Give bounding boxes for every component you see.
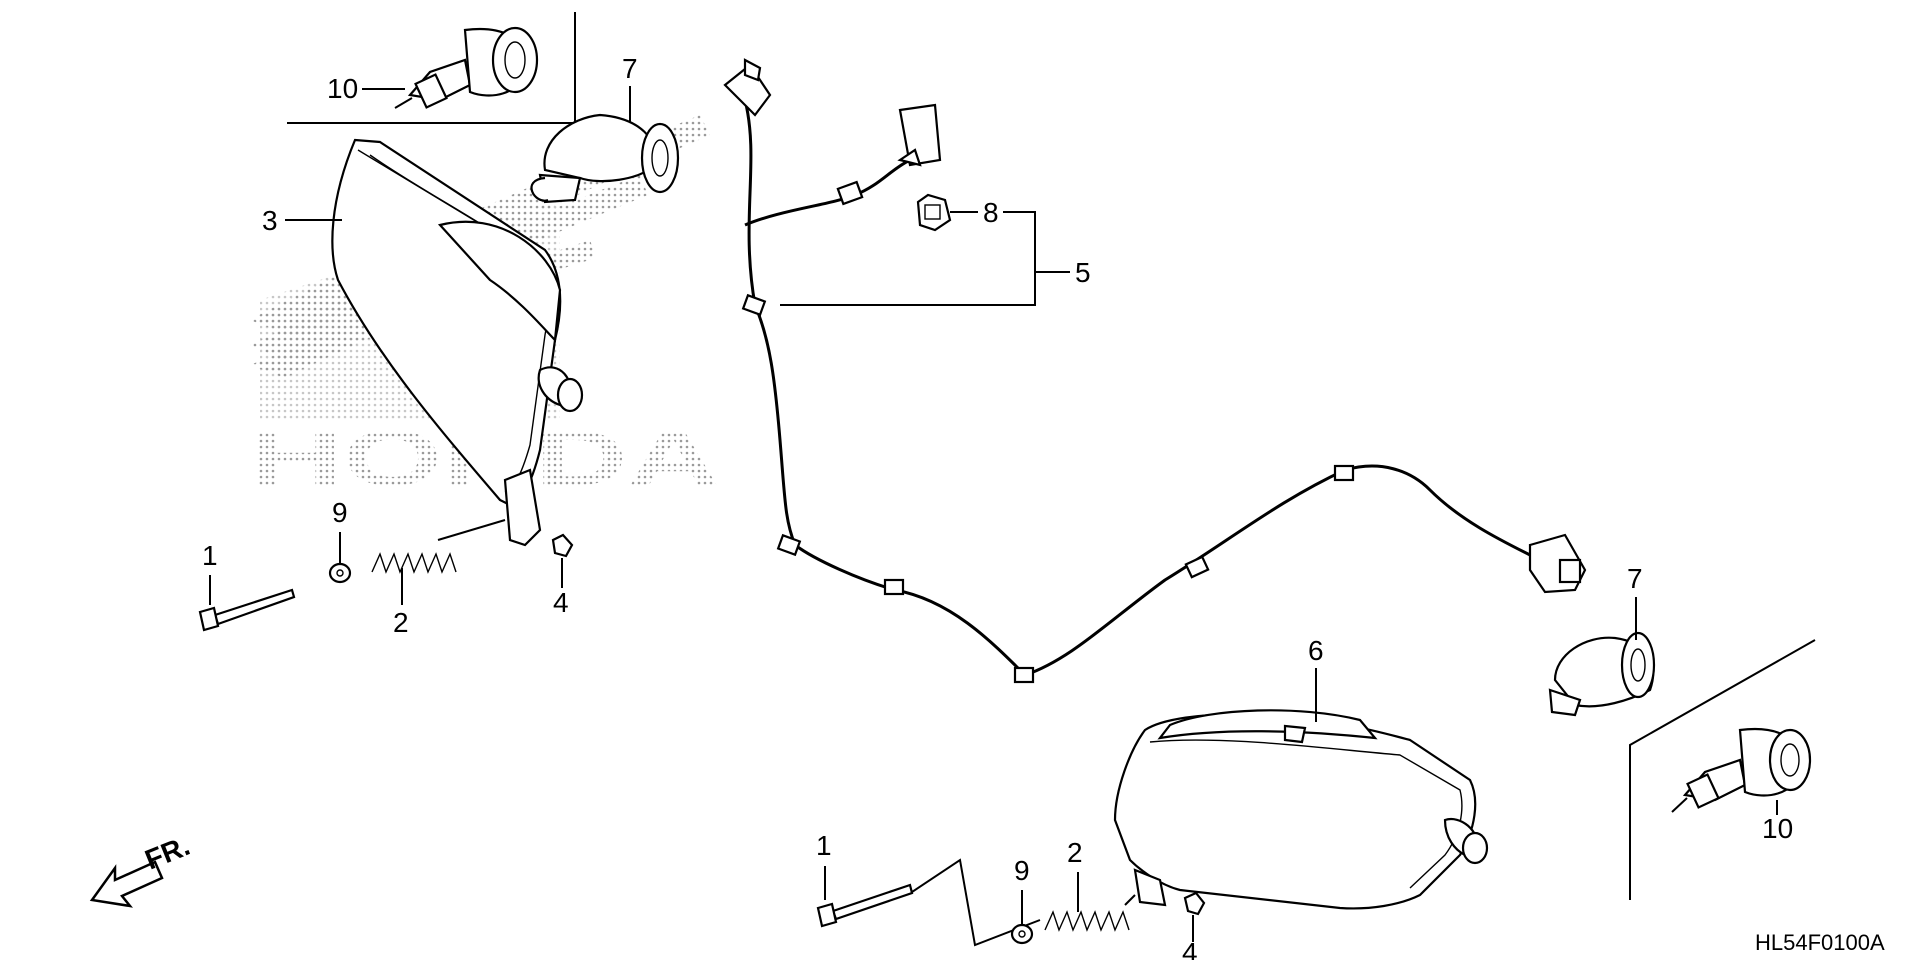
bracket-callout-5 <box>780 211 1036 306</box>
callout-7-right: 7 <box>1627 563 1643 594</box>
callout-3: 3 <box>262 205 278 236</box>
wire-harness[interactable] <box>723 58 1587 684</box>
callout-2-right: 2 <box>1067 837 1083 868</box>
front-direction-arrow-icon <box>89 860 164 908</box>
nut-4-left[interactable] <box>551 533 574 558</box>
bulb-7-top[interactable] <box>530 113 680 204</box>
callout-9-right: 9 <box>1014 855 1030 886</box>
callout-10-top: 10 <box>327 73 358 104</box>
screw-1-right[interactable] <box>816 883 914 928</box>
bulb-7-right[interactable] <box>1548 631 1656 717</box>
callout-1-left: 1 <box>202 540 218 571</box>
spring-2-right[interactable] <box>1044 894 1136 932</box>
nut-4-right[interactable] <box>1183 891 1206 916</box>
leader-screw-right <box>911 858 1041 947</box>
callout-7-top: 7 <box>622 53 638 84</box>
callout-8: 8 <box>983 197 999 228</box>
connector-8[interactable] <box>916 193 952 232</box>
screw-1-left[interactable] <box>198 588 296 632</box>
washer-9-left[interactable] <box>328 562 352 584</box>
washer-9-right[interactable] <box>1010 923 1034 945</box>
callout-9-left: 9 <box>332 497 348 528</box>
callout-2-left: 2 <box>393 607 409 638</box>
spring-2-left[interactable] <box>371 519 506 574</box>
front-marker: FR. <box>141 830 194 876</box>
callout-4-left: 4 <box>553 587 569 618</box>
inset-frame-bottom <box>1629 639 1816 900</box>
bulb-10-bottom[interactable] <box>1671 727 1812 813</box>
headlight-right[interactable] <box>1113 709 1489 910</box>
headlight-left[interactable] <box>331 138 584 547</box>
diagram-code: HL54F0100A <box>1755 930 1885 955</box>
bulb-10-top[interactable] <box>394 26 539 109</box>
callout-4-right: 4 <box>1182 937 1198 960</box>
callout-1-right: 1 <box>816 830 832 861</box>
callout-5: 5 <box>1075 257 1091 288</box>
callout-10-bottom: 10 <box>1762 813 1793 844</box>
callout-6: 6 <box>1308 635 1324 666</box>
